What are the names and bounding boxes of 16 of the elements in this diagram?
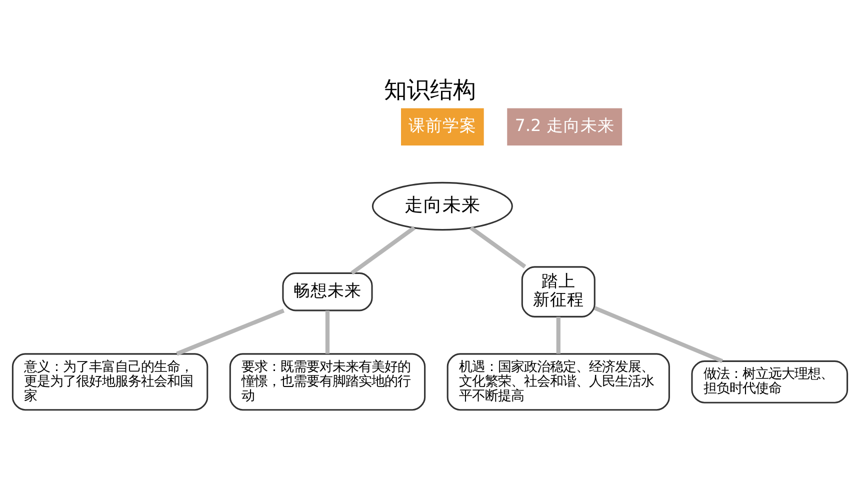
connector xyxy=(556,316,560,354)
node-box: 做法：树立远大理想、担负时代使命 xyxy=(691,360,848,403)
label: 7.2 走向未来 xyxy=(514,115,614,134)
node-box: 踏上新征程 xyxy=(521,266,596,317)
node-ellipse: 走向未来 xyxy=(372,181,513,230)
label: 课前学案 xyxy=(408,115,476,134)
connector xyxy=(470,226,526,268)
diagram-title: 知识结构 xyxy=(384,77,476,104)
node-box: 机遇：国家政治稳定、经济发展、文化繁荣、社会和谐、人民生活水平不断提高 xyxy=(446,352,670,410)
node-box: 意义：为了丰富自己的生命，更是为了很好地服务社会和国家 xyxy=(12,352,208,410)
connector xyxy=(325,310,330,354)
node-box: 畅想未来 xyxy=(282,272,373,311)
connector xyxy=(350,226,416,274)
connector xyxy=(594,306,724,363)
connector xyxy=(176,308,285,356)
node-box: 要求：既需要对未来有美好的憧憬，也需要有脚踏实地的行动 xyxy=(229,352,426,410)
